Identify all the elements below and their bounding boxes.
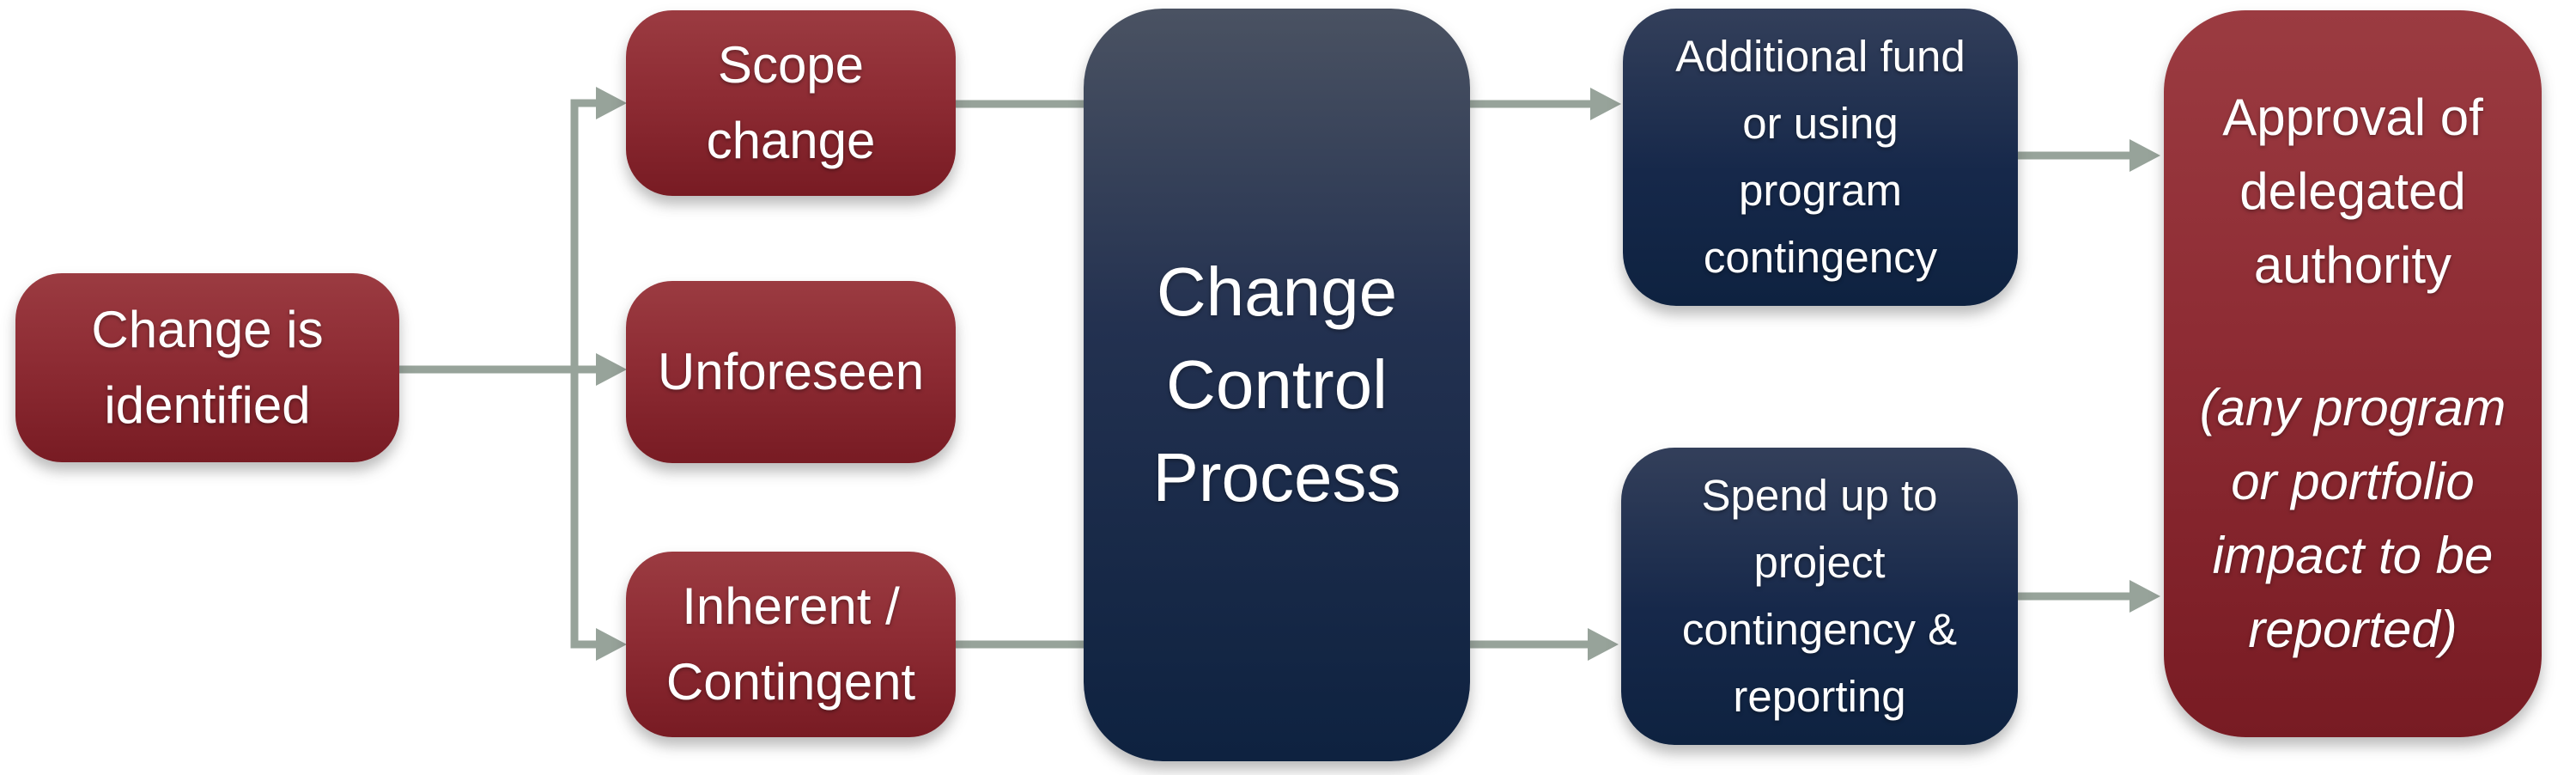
node-change-identified-line-1: Change is bbox=[91, 301, 324, 358]
node-additional-fund: Additional fund or using program conting… bbox=[1623, 9, 2018, 306]
node-inherent-contingent-label: Inherent / Contingent bbox=[666, 569, 915, 720]
node-scope-change-line-2: change bbox=[706, 112, 876, 169]
node-inherent-contingent: Inherent / Contingent bbox=[626, 552, 956, 737]
node-inherent-contingent-line-1: Inherent / bbox=[682, 577, 900, 635]
arrowhead-approval-top bbox=[2129, 139, 2160, 172]
node-approval: Approval of delegated authority (any pro… bbox=[2164, 10, 2542, 737]
node-approval-line-1: Approval of bbox=[2222, 88, 2483, 146]
arrowhead-unforeseen bbox=[596, 353, 627, 386]
node-unforeseen-line-1: Unforeseen bbox=[657, 343, 925, 400]
node-change-control-process: Change Control Process bbox=[1084, 9, 1470, 761]
node-additional-fund-line-2: or using bbox=[1742, 99, 1899, 148]
node-change-control-process-label: Change Control Process bbox=[1153, 246, 1401, 524]
node-inherent-contingent-line-2: Contingent bbox=[665, 653, 916, 711]
node-change-control-line-3: Process bbox=[1152, 439, 1401, 516]
node-spend-up-to-line-4: reporting bbox=[1733, 672, 1906, 721]
node-spend-up-to-line-1: Spend up to bbox=[1701, 471, 1938, 520]
node-spend-up-to-line-2: project bbox=[1753, 538, 1886, 587]
arrowhead-additional-fund bbox=[1590, 88, 1621, 120]
node-approval-label: Approval of delegated authority (any pro… bbox=[2200, 81, 2506, 667]
node-approval-line-3: authority bbox=[2253, 236, 2452, 294]
node-additional-fund-line-1: Additional fund bbox=[1675, 32, 1965, 81]
node-scope-change-label: Scope change bbox=[707, 27, 876, 179]
node-spend-up-to: Spend up to project contingency & report… bbox=[1621, 448, 2018, 745]
node-approval-note-line-1: (any program bbox=[2199, 379, 2506, 436]
node-change-identified-label: Change is identified bbox=[91, 292, 323, 443]
node-approval-line-2: delegated bbox=[2239, 162, 2466, 220]
edge-branch-elbow bbox=[570, 99, 598, 649]
arrowhead-spend-up-to bbox=[1588, 628, 1619, 661]
arrowhead-inherent-contingent bbox=[596, 628, 627, 661]
node-additional-fund-label: Additional fund or using program conting… bbox=[1675, 23, 1965, 291]
node-change-control-line-1: Change bbox=[1156, 253, 1398, 330]
node-change-identified-line-2: identified bbox=[104, 376, 311, 434]
node-scope-change-line-1: Scope bbox=[717, 36, 865, 94]
node-additional-fund-line-4: contingency bbox=[1703, 233, 1938, 282]
node-unforeseen-label: Unforeseen bbox=[658, 334, 924, 410]
node-approval-note-line-4: reported) bbox=[2248, 601, 2458, 658]
node-additional-fund-line-3: program bbox=[1739, 166, 1902, 215]
node-unforeseen: Unforeseen bbox=[626, 281, 956, 463]
node-spend-up-to-label: Spend up to project contingency & report… bbox=[1682, 462, 1957, 730]
node-scope-change: Scope change bbox=[626, 10, 956, 196]
arrowhead-approval-bottom bbox=[2129, 580, 2160, 613]
node-approval-note-line-3: impact to be bbox=[2212, 527, 2494, 584]
node-change-identified: Change is identified bbox=[15, 273, 399, 462]
node-change-control-line-2: Control bbox=[1166, 346, 1388, 423]
node-approval-note-line-2: or portfolio bbox=[2231, 453, 2475, 510]
node-spend-up-to-line-3: contingency & bbox=[1681, 605, 1958, 654]
node-approval-note: (any program or portfolio impact to be r… bbox=[2200, 371, 2506, 667]
arrowhead-scope-change bbox=[596, 87, 627, 119]
